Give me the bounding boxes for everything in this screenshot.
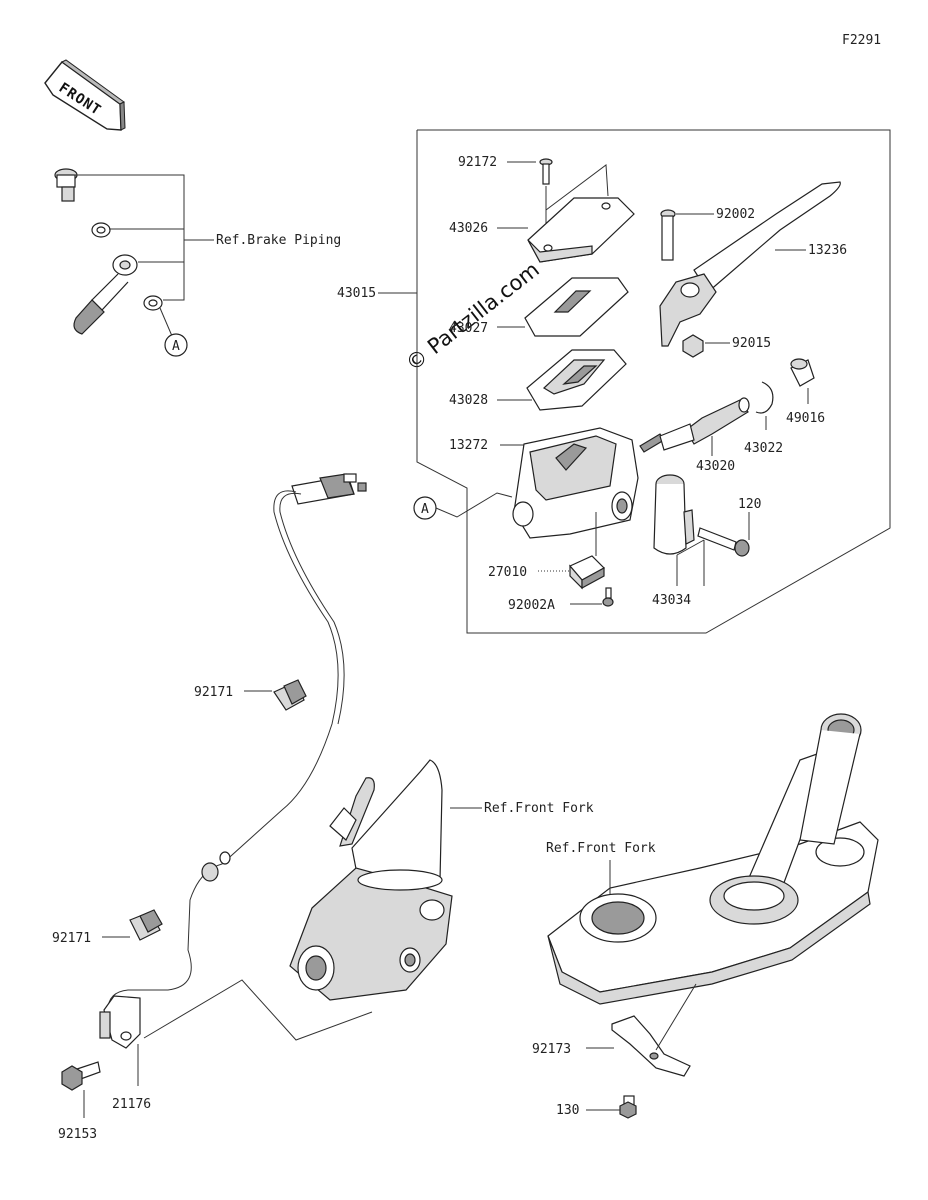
part-number-92171-upper: 92171 bbox=[194, 685, 233, 700]
ref-front-fork-left-label: Ref.Front Fork bbox=[484, 801, 594, 816]
sensor-bracket-icon bbox=[611, 1015, 691, 1077]
pivot-nut-icon bbox=[682, 334, 704, 358]
banjo-bolt-icon bbox=[54, 168, 78, 202]
part-number-43026: 43026 bbox=[449, 221, 488, 236]
brake-hose-fitting-icon bbox=[73, 254, 138, 335]
wire-clamp-icon bbox=[273, 679, 307, 711]
diaphragm-plate-icon bbox=[524, 277, 629, 337]
circlip-icon bbox=[755, 381, 774, 414]
part-number-92002: 92002 bbox=[716, 207, 755, 222]
sensor-connector-icon bbox=[291, 473, 367, 505]
part-number-43027: 43027 bbox=[449, 321, 488, 336]
front-fork-lower-icon bbox=[289, 759, 453, 1001]
watermark: © Partzilla.com bbox=[401, 257, 543, 376]
part-number-92015: 92015 bbox=[732, 336, 771, 351]
part-number-92173: 92173 bbox=[532, 1042, 571, 1057]
bracket-bolt-icon bbox=[619, 1095, 637, 1119]
part-number-43020: 43020 bbox=[696, 459, 735, 474]
part-number-13236: 13236 bbox=[808, 243, 847, 258]
master-cylinder-body-icon bbox=[512, 427, 639, 539]
part-number-43028: 43028 bbox=[449, 393, 488, 408]
ref-front-fork-right-label: Ref.Front Fork bbox=[546, 841, 656, 856]
part-number-43015: 43015 bbox=[337, 286, 376, 301]
clamp-bolt-icon bbox=[697, 527, 750, 557]
part-number-21176: 21176 bbox=[112, 1097, 151, 1112]
reservoir-cap-screw-icon bbox=[539, 158, 553, 185]
brake-light-switch-icon bbox=[569, 555, 605, 590]
front-arrow-icon: FRONT bbox=[44, 59, 126, 131]
dust-boot-icon bbox=[790, 358, 815, 387]
reservoir-cap-icon bbox=[527, 197, 635, 263]
part-number-43034: 43034 bbox=[652, 593, 691, 608]
part-number-49016: 49016 bbox=[786, 411, 825, 426]
diaphragm-icon bbox=[526, 349, 627, 411]
switch-screw-icon bbox=[602, 587, 614, 607]
lever-pivot-bolt-icon bbox=[660, 209, 676, 261]
callout-a-label-2: A bbox=[421, 502, 429, 517]
handlebar-clamp-icon bbox=[653, 474, 695, 555]
sensor-wire bbox=[107, 490, 339, 1011]
callout-a-label: A bbox=[172, 339, 180, 354]
brake-piping-group: Ref.Brake Piping A bbox=[54, 168, 341, 357]
figure-code: F2291 bbox=[842, 33, 881, 48]
assembly-frame bbox=[416, 129, 891, 634]
part-number-92153: 92153 bbox=[58, 1127, 97, 1142]
part-number-43022: 43022 bbox=[744, 441, 783, 456]
piston-kit-icon bbox=[639, 397, 750, 453]
part-number-13272: 13272 bbox=[449, 438, 488, 453]
ref-brake-piping-label: Ref.Brake Piping bbox=[216, 233, 341, 248]
callout-a-marker bbox=[164, 333, 188, 357]
part-number-27010: 27010 bbox=[488, 565, 527, 580]
brake-lever-icon bbox=[659, 181, 841, 347]
part-number-92171-lower: 92171 bbox=[52, 931, 91, 946]
abs-sensor-icon bbox=[99, 995, 141, 1049]
wire-clamp-icon bbox=[129, 909, 163, 941]
part-number-130: 130 bbox=[556, 1103, 579, 1118]
sensor-bolt-icon bbox=[61, 1061, 101, 1091]
part-number-120: 120 bbox=[738, 497, 761, 512]
part-number-92172: 92172 bbox=[458, 155, 497, 170]
steering-stem-bracket-icon bbox=[547, 713, 879, 1005]
part-number-92002A: 92002A bbox=[508, 598, 555, 613]
wire-grommet-icon bbox=[201, 851, 231, 882]
